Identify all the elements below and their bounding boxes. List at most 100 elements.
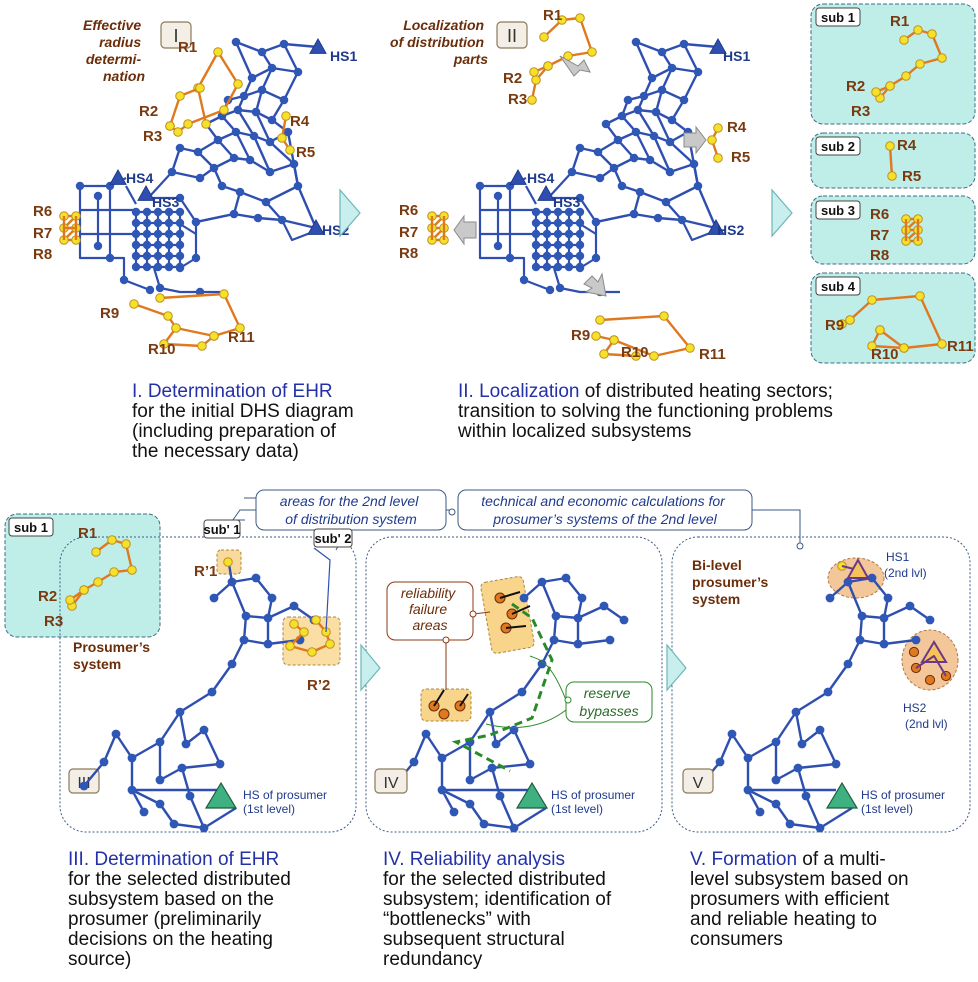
network-node bbox=[495, 791, 505, 801]
network-node bbox=[257, 85, 267, 95]
network-node bbox=[629, 209, 639, 219]
network-node bbox=[901, 71, 911, 81]
network-node bbox=[164, 218, 174, 228]
svg-text:R9: R9 bbox=[825, 317, 844, 334]
network-node bbox=[289, 601, 299, 611]
network-node bbox=[175, 263, 185, 273]
network-node bbox=[267, 115, 277, 125]
network-node bbox=[743, 753, 753, 763]
pipe-segment bbox=[267, 604, 295, 620]
network-node bbox=[937, 339, 947, 349]
network-node bbox=[531, 251, 541, 261]
network-node bbox=[209, 593, 219, 603]
consumer-labels-2: R1 R2 R3 R4 R5 R6 R7 R8 R9 R10 R11 bbox=[399, 7, 750, 363]
pipe-segment bbox=[162, 327, 215, 348]
network-node bbox=[647, 73, 657, 83]
network-node bbox=[155, 737, 165, 747]
network-node bbox=[915, 59, 925, 69]
pipe-segment bbox=[849, 294, 944, 350]
svg-text:sub' 2: sub' 2 bbox=[314, 531, 351, 546]
svg-text:sub 1: sub 1 bbox=[14, 520, 48, 535]
pipe-segment bbox=[252, 135, 272, 173]
network-node bbox=[815, 823, 825, 833]
network-node bbox=[553, 207, 563, 217]
network-node bbox=[199, 725, 209, 735]
network-node bbox=[545, 285, 555, 295]
pipe-segment bbox=[571, 170, 601, 180]
network-node bbox=[867, 341, 877, 351]
network-node bbox=[213, 135, 223, 145]
caption-5: V. Formation of a multi- level subsystem… bbox=[690, 850, 960, 950]
network-node bbox=[235, 187, 245, 197]
svg-text:V: V bbox=[693, 775, 704, 792]
network-node bbox=[793, 763, 803, 773]
pipe-segment bbox=[181, 762, 221, 770]
network-node bbox=[283, 127, 293, 137]
svg-text:R2: R2 bbox=[38, 588, 57, 605]
svg-text:R7: R7 bbox=[33, 225, 52, 242]
network-node bbox=[121, 539, 131, 549]
network-node bbox=[109, 567, 119, 577]
network-node bbox=[229, 209, 239, 219]
pipe-segment bbox=[652, 135, 672, 173]
pipe-segment bbox=[671, 66, 699, 74]
network-node bbox=[493, 191, 503, 201]
network-node bbox=[129, 299, 139, 309]
network-node bbox=[771, 737, 781, 747]
svg-text:R8: R8 bbox=[399, 245, 418, 262]
network-node bbox=[667, 63, 677, 73]
network-node bbox=[831, 759, 841, 769]
svg-text:sub' 1: sub' 1 bbox=[203, 522, 240, 537]
pipe-segment bbox=[102, 733, 118, 763]
svg-text:HS3: HS3 bbox=[152, 194, 179, 210]
svg-text:R2: R2 bbox=[139, 103, 158, 120]
network-graph-full bbox=[59, 37, 327, 351]
network-node bbox=[557, 15, 567, 25]
svg-text:R10: R10 bbox=[621, 344, 649, 361]
network-node bbox=[595, 315, 605, 325]
network-node bbox=[573, 613, 583, 623]
network-node bbox=[633, 105, 643, 115]
network-node bbox=[245, 155, 255, 165]
network-node bbox=[131, 229, 141, 239]
network-node bbox=[617, 181, 627, 191]
pipe-segment bbox=[131, 788, 161, 806]
network-node bbox=[421, 729, 431, 739]
svg-text:HS of prosumer (1st leve: HS of prosumer (1st level) bbox=[861, 788, 948, 816]
pipe-segment bbox=[747, 740, 777, 760]
svg-text:R6: R6 bbox=[399, 202, 418, 219]
svg-text:R11: R11 bbox=[228, 329, 255, 346]
network-node bbox=[542, 207, 552, 217]
network-node bbox=[553, 240, 563, 250]
network-node bbox=[257, 47, 267, 57]
pipe-segment bbox=[133, 292, 242, 338]
caption-2-heading-rest: of distributed heating sectors; bbox=[579, 381, 833, 402]
svg-text:HS4: HS4 bbox=[527, 170, 554, 186]
network-node bbox=[191, 253, 201, 263]
separation-arrows bbox=[453, 55, 707, 297]
svg-text:R5: R5 bbox=[731, 149, 750, 166]
network-node bbox=[285, 641, 295, 651]
sub-1-graph bbox=[65, 535, 137, 611]
network-node bbox=[449, 807, 459, 817]
svg-text:R2: R2 bbox=[503, 70, 522, 87]
network-node bbox=[465, 775, 475, 785]
network-node bbox=[531, 75, 541, 85]
network-node bbox=[285, 145, 295, 155]
network-node bbox=[153, 262, 163, 272]
caption-3-heading: III. Determination of EHR bbox=[68, 849, 280, 870]
pipe-segment bbox=[483, 822, 515, 830]
svg-text:R1: R1 bbox=[890, 13, 909, 30]
network-node bbox=[509, 725, 519, 735]
network-node bbox=[169, 819, 179, 829]
network-node bbox=[265, 167, 275, 177]
network-node bbox=[665, 137, 675, 147]
network-node bbox=[142, 229, 152, 239]
network-node bbox=[175, 707, 185, 717]
svg-text:R10: R10 bbox=[148, 341, 176, 358]
network-node bbox=[197, 341, 207, 351]
pipe-segment bbox=[634, 41, 654, 79]
network-node bbox=[215, 759, 225, 769]
network-node bbox=[771, 775, 781, 785]
network-node bbox=[293, 181, 303, 191]
